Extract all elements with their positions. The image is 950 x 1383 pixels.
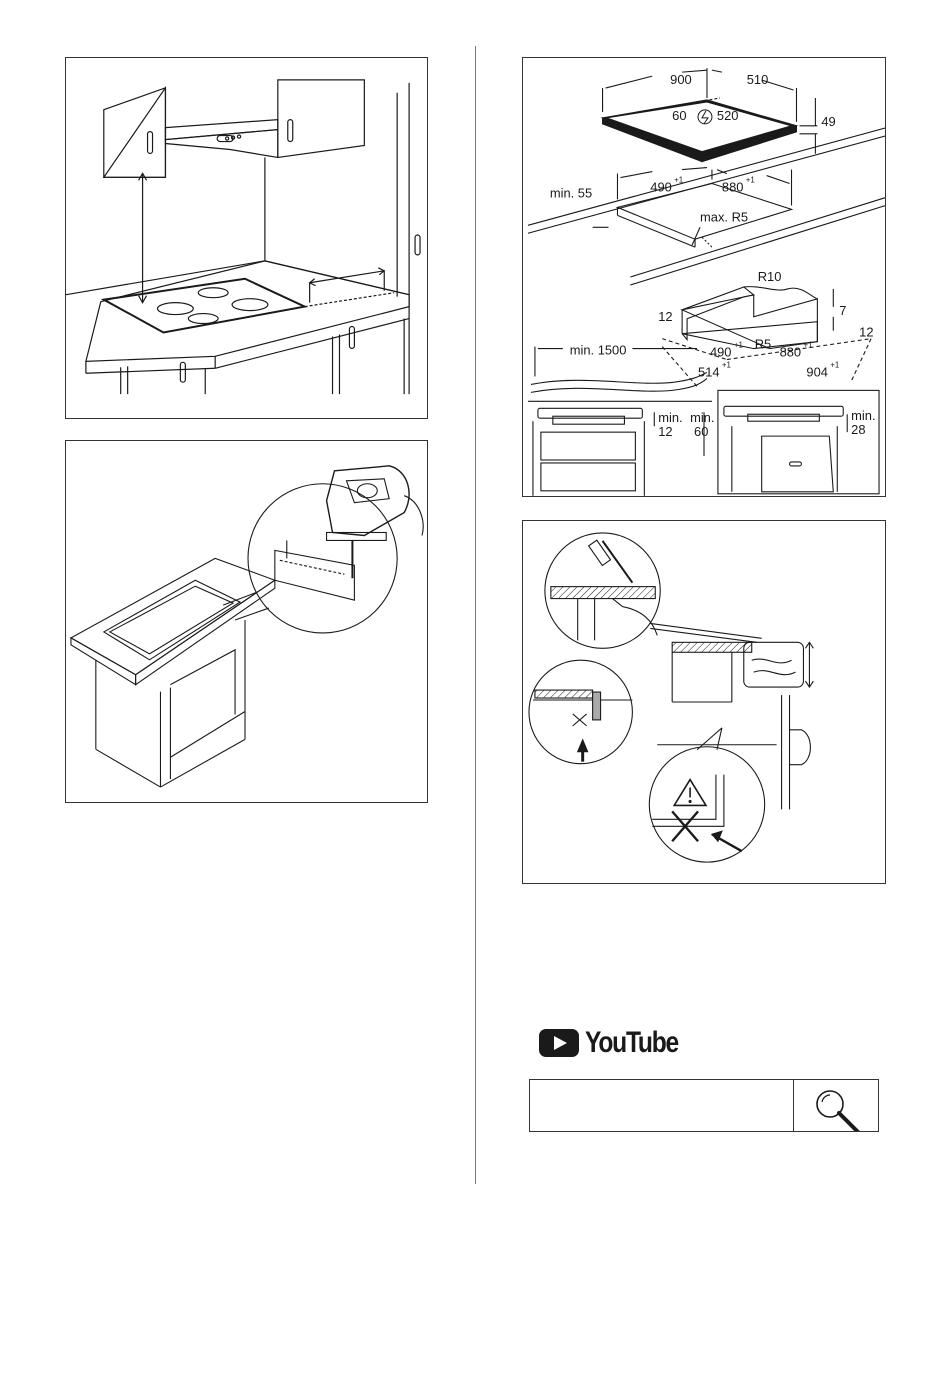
jigsaw-illustration [66, 441, 427, 802]
panel-jigsaw-cutting [65, 440, 428, 803]
dim-outer-width: 514 [698, 364, 720, 379]
dim-hob-width: 900 [670, 72, 692, 87]
youtube-wordmark: YouTube [585, 1026, 678, 1060]
column-divider [475, 46, 476, 1184]
panel-kitchen-installation [65, 57, 428, 419]
dim-inner-width-tol: +1 [734, 341, 744, 350]
dim-min-front: min. 55 [550, 185, 592, 200]
search-button[interactable] [793, 1080, 879, 1131]
dim-cutout-depth-tol: +1 [746, 176, 756, 185]
dim-clear-right-value: 28 [851, 422, 865, 437]
dim-clear-left-label-b: min. [690, 410, 714, 425]
dim-clear-left-value-b: 60 [694, 424, 708, 439]
dim-inner-radius: R5 [755, 337, 772, 352]
dim-clear-left-value-a: 12 [658, 424, 672, 439]
search-input[interactable] [530, 1080, 793, 1131]
dim-inner-depth: 880 [780, 345, 802, 360]
dim-outer-depth: 904 [806, 364, 828, 379]
dim-hob-height: 49 [821, 114, 835, 129]
dim-rebate-left: 12 [658, 309, 672, 324]
dim-outer-width-tol: +1 [722, 361, 732, 370]
dim-cutout-depth: 880 [722, 179, 744, 194]
dim-cutout-width: 490 [650, 179, 672, 194]
sealing-illustration [523, 521, 885, 883]
dimensions-drawing: 900 510 60 520 49 min. 55 490 +1 880 +1 … [523, 58, 885, 496]
play-icon [539, 1029, 579, 1057]
kitchen-illustration [66, 58, 427, 418]
dim-hob-depth: 510 [747, 72, 769, 87]
dim-clear-left-label-a: min. [658, 410, 682, 425]
panel-cutout-dimensions: 900 510 60 520 49 min. 55 490 +1 880 +1 … [522, 57, 886, 497]
panel-sealing [522, 520, 886, 884]
dim-cutout-width-tol: +1 [674, 176, 684, 185]
dim-outer-depth-tol: +1 [830, 361, 840, 370]
dim-inner-depth-tol: +1 [803, 341, 813, 350]
dim-clear-right-label: min. [851, 408, 875, 423]
magnifier-icon [794, 1080, 879, 1131]
dim-offset-front: 60 [672, 108, 686, 123]
dim-inner-width: 490 [710, 345, 732, 360]
dim-cutout-radius: max. R5 [700, 209, 748, 224]
dim-cable-length: min. 1500 [570, 343, 627, 358]
dim-offset-depth: 520 [717, 108, 739, 123]
search-box[interactable] [529, 1079, 879, 1132]
youtube-logo: YouTube [539, 1026, 698, 1060]
dim-rebate-right: 12 [859, 325, 873, 340]
dim-radius-outer: R10 [758, 269, 782, 284]
dim-rebate-depth: 7 [839, 303, 846, 318]
